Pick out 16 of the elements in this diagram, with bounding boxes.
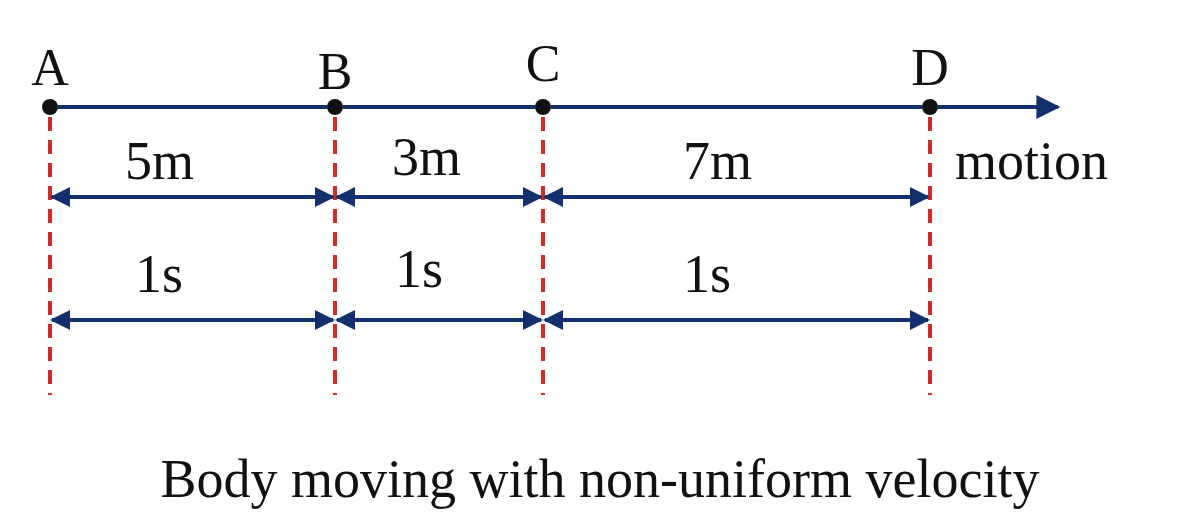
line: [343, 105, 535, 109]
dimension-label: 7m: [683, 132, 752, 190]
caption: Body moving with non-uniform velocity: [159, 448, 1041, 510]
dimension-label: 1s: [135, 245, 183, 303]
dimension-label: 5m: [125, 132, 194, 190]
point-label: B: [316, 44, 354, 100]
line: [58, 105, 327, 109]
dimension-label: 1s: [683, 245, 731, 303]
line: [551, 105, 922, 109]
direction-label: motion: [955, 132, 1108, 190]
arrow: [938, 95, 1061, 119]
point-label: A: [30, 40, 70, 96]
dimension-label: 1s: [395, 240, 443, 298]
dimension-label: 3m: [392, 128, 461, 186]
point-label: C: [524, 36, 562, 92]
point-label: D: [910, 40, 950, 96]
